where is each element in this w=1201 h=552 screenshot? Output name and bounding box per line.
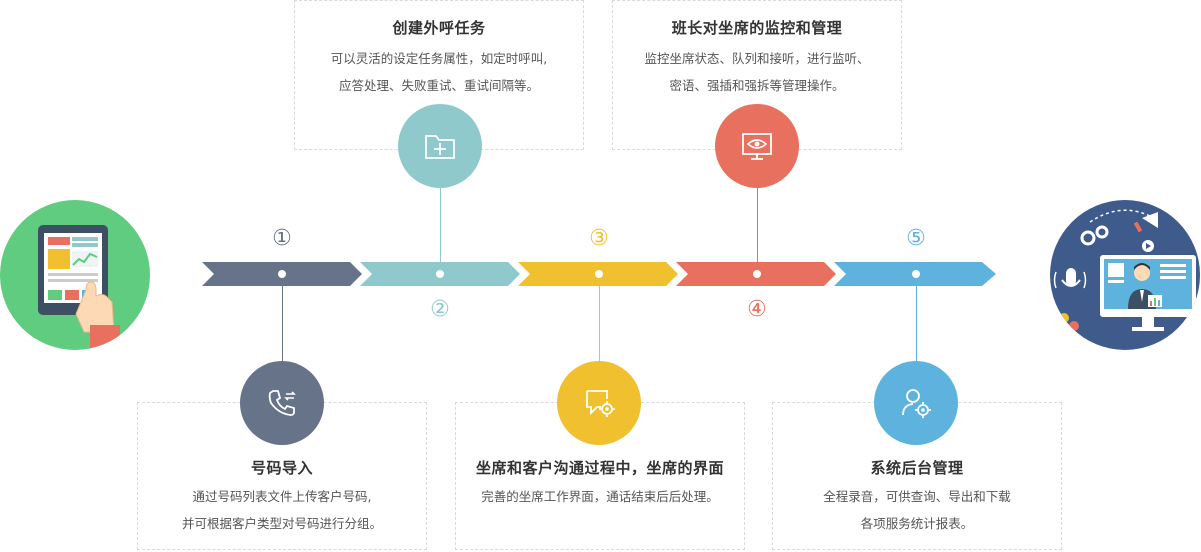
connector-4 xyxy=(757,186,758,264)
step-node-1 xyxy=(240,361,324,445)
step-number-3: ③ xyxy=(579,226,619,251)
timeline-arrows xyxy=(200,262,1000,286)
step-desc-2: 可以灵活的设定任务属性，如定时呼叫,应答处理、失败重试、重试间隔等。 xyxy=(295,45,583,99)
folder-add-icon xyxy=(422,128,458,164)
step-number-1: ① xyxy=(262,226,302,251)
step-node-2 xyxy=(398,104,482,188)
user-settings-icon xyxy=(898,385,934,421)
step-node-5 xyxy=(874,361,958,445)
monitor-illustration xyxy=(1050,200,1200,350)
step-desc-5: 全程录音，可供查询、导出和下载各项服务统计报表。 xyxy=(773,483,1061,537)
connector-2 xyxy=(440,186,441,264)
chat-settings-icon xyxy=(581,385,617,421)
step-number-4: ④ xyxy=(737,297,777,322)
step-node-3 xyxy=(557,361,641,445)
step-desc-3: 完善的坐席工作界面，通话结束后后处理。 xyxy=(456,483,744,510)
phone-transfer-icon xyxy=(264,385,300,421)
step-desc-4: 监控坐席状态、队列和接听，进行监听、密语、强插和强拆等管理操作。 xyxy=(613,45,901,99)
connector-1 xyxy=(282,286,283,364)
step-title-1: 号码导入 xyxy=(138,457,426,478)
connector-5 xyxy=(916,286,917,364)
step-number-5: ⑤ xyxy=(896,226,936,251)
step-desc-1: 通过号码列表文件上传客户号码,并可根据客户类型对号码进行分组。 xyxy=(138,483,426,537)
step-title-4: 班长对坐席的监控和管理 xyxy=(613,17,901,38)
step-title-5: 系统后台管理 xyxy=(773,457,1061,478)
monitor-eye-icon xyxy=(739,128,775,164)
tablet-illustration xyxy=(0,200,150,350)
step-number-2: ② xyxy=(420,297,460,322)
connector-3 xyxy=(599,286,600,364)
step-title-3: 坐席和客户沟通过程中，坐席的界面 xyxy=(456,457,744,478)
step-title-2: 创建外呼任务 xyxy=(295,17,583,38)
step-node-4 xyxy=(715,104,799,188)
